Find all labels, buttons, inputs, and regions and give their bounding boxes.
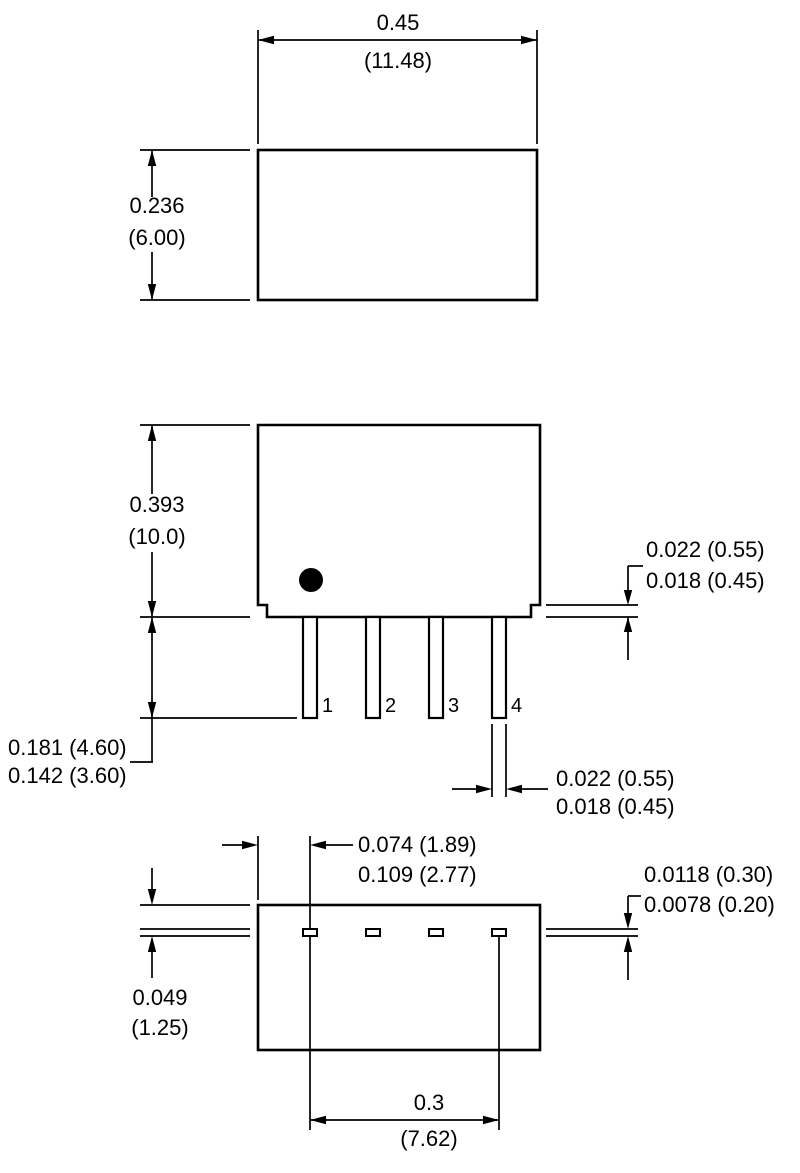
pin-width-dim-line1: 0.022 (0.55) [556, 766, 675, 791]
arrowhead-left [506, 784, 522, 794]
pin-offset-dim-line2: 0.109 (2.77) [358, 862, 477, 887]
front-view-body [256, 423, 542, 619]
standoff-dim-line1: 0.022 (0.55) [646, 537, 765, 562]
pin-length-dim-line1: 0.181 (4.60) [8, 735, 127, 760]
arrowhead-up [623, 617, 633, 632]
pin-thickness-dim-line2: 0.0078 (0.20) [644, 892, 775, 917]
bottom-view-body [256, 903, 542, 1052]
arrowhead-left [258, 35, 274, 45]
pin-3 [427, 615, 445, 720]
pin-span-dim-mm: (7.62) [400, 1126, 457, 1151]
pin-span-dim-inches: 0.3 [414, 1090, 445, 1115]
arrowhead-up [623, 936, 633, 952]
pin-4-label: 4 [511, 695, 522, 717]
front-height-dim-inches: 0.393 [129, 492, 184, 517]
pin1-indicator-dot [299, 568, 323, 592]
arrowhead-down [147, 702, 157, 718]
pin-3-label: 3 [448, 695, 459, 717]
top-width-dim-inches: 0.45 [377, 10, 420, 35]
arrowhead-up [147, 150, 157, 166]
arrowhead-down [147, 284, 157, 300]
top-width-dim-mm: (11.48) [364, 48, 432, 73]
pin-1-slot [302, 928, 318, 937]
front-height-dim-mm: (10.0) [128, 524, 185, 549]
pin-1 [301, 615, 319, 720]
bottom-view: 0.074 (1.89) 0.109 (2.77) 0.049 (1.25) 0… [131, 832, 775, 1151]
arrowhead-up [147, 936, 157, 952]
arrowhead-up [147, 425, 157, 441]
standoff-dim-line2: 0.018 (0.45) [646, 568, 765, 593]
arrowhead-left [310, 1115, 326, 1125]
pin-thickness-dim-line1: 0.0118 (0.30) [644, 862, 773, 887]
arrowhead-right [521, 35, 537, 45]
pin-length-dim-line2: 0.142 (3.60) [8, 763, 127, 788]
pin-width-dim-line2: 0.018 (0.45) [556, 794, 675, 819]
pin-2-label: 2 [385, 695, 396, 717]
arrowhead-right [242, 840, 258, 850]
front-view: 1 2 3 4 0.393 (10.0) 0.181 (4.60) 0.142 … [8, 423, 765, 819]
arrowhead-down [147, 601, 157, 617]
top-height-dim-mm: (6.00) [128, 225, 185, 250]
edge-to-pin-dim-inches: 0.049 [132, 985, 187, 1010]
arrowhead-left [310, 840, 326, 850]
pin-2-slot [365, 928, 381, 937]
edge-to-pin-dim-mm: (1.25) [131, 1015, 188, 1040]
arrowhead-down [623, 590, 633, 605]
pin-3-slot [428, 928, 444, 937]
arrowhead-up [147, 617, 157, 633]
top-height-dim-inches: 0.236 [129, 193, 184, 218]
arrowhead-right [476, 784, 492, 794]
pin-4-slot [491, 928, 507, 937]
pin-4 [490, 615, 508, 720]
top-view: 0.45 (11.48) 0.236 (6.00) [128, 10, 539, 302]
top-view-body [256, 148, 539, 302]
arrowhead-down [623, 913, 633, 929]
pin-offset-dim-line1: 0.074 (1.89) [358, 832, 477, 857]
arrowhead-down [147, 889, 157, 905]
pin-2 [364, 615, 382, 720]
pin-1-label: 1 [322, 695, 333, 717]
arrowhead-right [483, 1115, 499, 1125]
